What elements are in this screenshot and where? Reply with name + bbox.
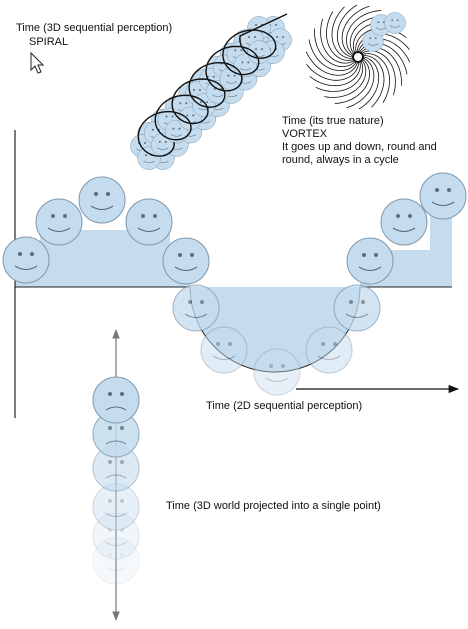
vortex-desc-label: It goes up and down, round and round, al… xyxy=(282,141,437,166)
vortex-arm xyxy=(314,28,355,67)
vortex-arm xyxy=(305,51,358,76)
vortex-arm xyxy=(334,59,370,104)
face-2d-12 xyxy=(380,198,428,246)
vortex-arm xyxy=(306,62,360,81)
face-2d-1 xyxy=(2,236,50,284)
face-2d-3 xyxy=(78,176,126,224)
vortex-center xyxy=(352,51,364,63)
spiral-sub-label: SPIRAL xyxy=(29,36,69,48)
time-point-label: Time (3D world projected into a single p… xyxy=(166,500,381,512)
face-2d-9 xyxy=(305,326,353,374)
mouse-pointer-icon xyxy=(30,51,45,74)
face-2d-11 xyxy=(346,237,394,285)
spiral-title-label: Time (3D sequential perception) xyxy=(16,22,173,34)
face-2d-7 xyxy=(200,326,248,374)
face-2d-10 xyxy=(333,284,381,332)
point-faces-stack xyxy=(92,376,140,585)
vortex-arm xyxy=(363,55,385,108)
vortex-arm xyxy=(341,5,370,56)
vortex-face-3 xyxy=(384,12,406,34)
vortex-arm xyxy=(358,56,380,110)
vortex-sub-label: VORTEX xyxy=(282,128,328,140)
time-2d-area xyxy=(15,200,452,372)
vortex-arm xyxy=(324,60,367,98)
face-2d-5 xyxy=(162,237,210,285)
vortex-arm xyxy=(326,11,353,61)
vortex-arm xyxy=(309,62,361,87)
spiral-faces xyxy=(130,16,292,170)
vortex-diagram xyxy=(305,4,411,110)
face-2d-8 xyxy=(253,348,301,396)
face-2d-4 xyxy=(125,198,173,246)
face-2d-13 xyxy=(419,172,467,220)
vortex-arm xyxy=(331,6,353,59)
vortex-arm xyxy=(346,58,375,109)
time-2d-label: Time (2D sequential perception) xyxy=(206,400,363,412)
vortex-arm xyxy=(320,18,354,64)
face-2d-6 xyxy=(172,284,220,332)
vortex-title-label: Time (its true nature) xyxy=(282,115,384,127)
vortex-arm xyxy=(308,39,357,71)
vortex-faces xyxy=(362,12,406,52)
vortex-arm xyxy=(346,10,382,55)
point-face-1 xyxy=(92,376,140,424)
spiral-line xyxy=(137,13,288,157)
vortex-arm xyxy=(315,61,364,92)
vortex-arm xyxy=(363,53,390,103)
face-2d-2 xyxy=(35,198,83,246)
vortex-arm xyxy=(336,4,358,58)
